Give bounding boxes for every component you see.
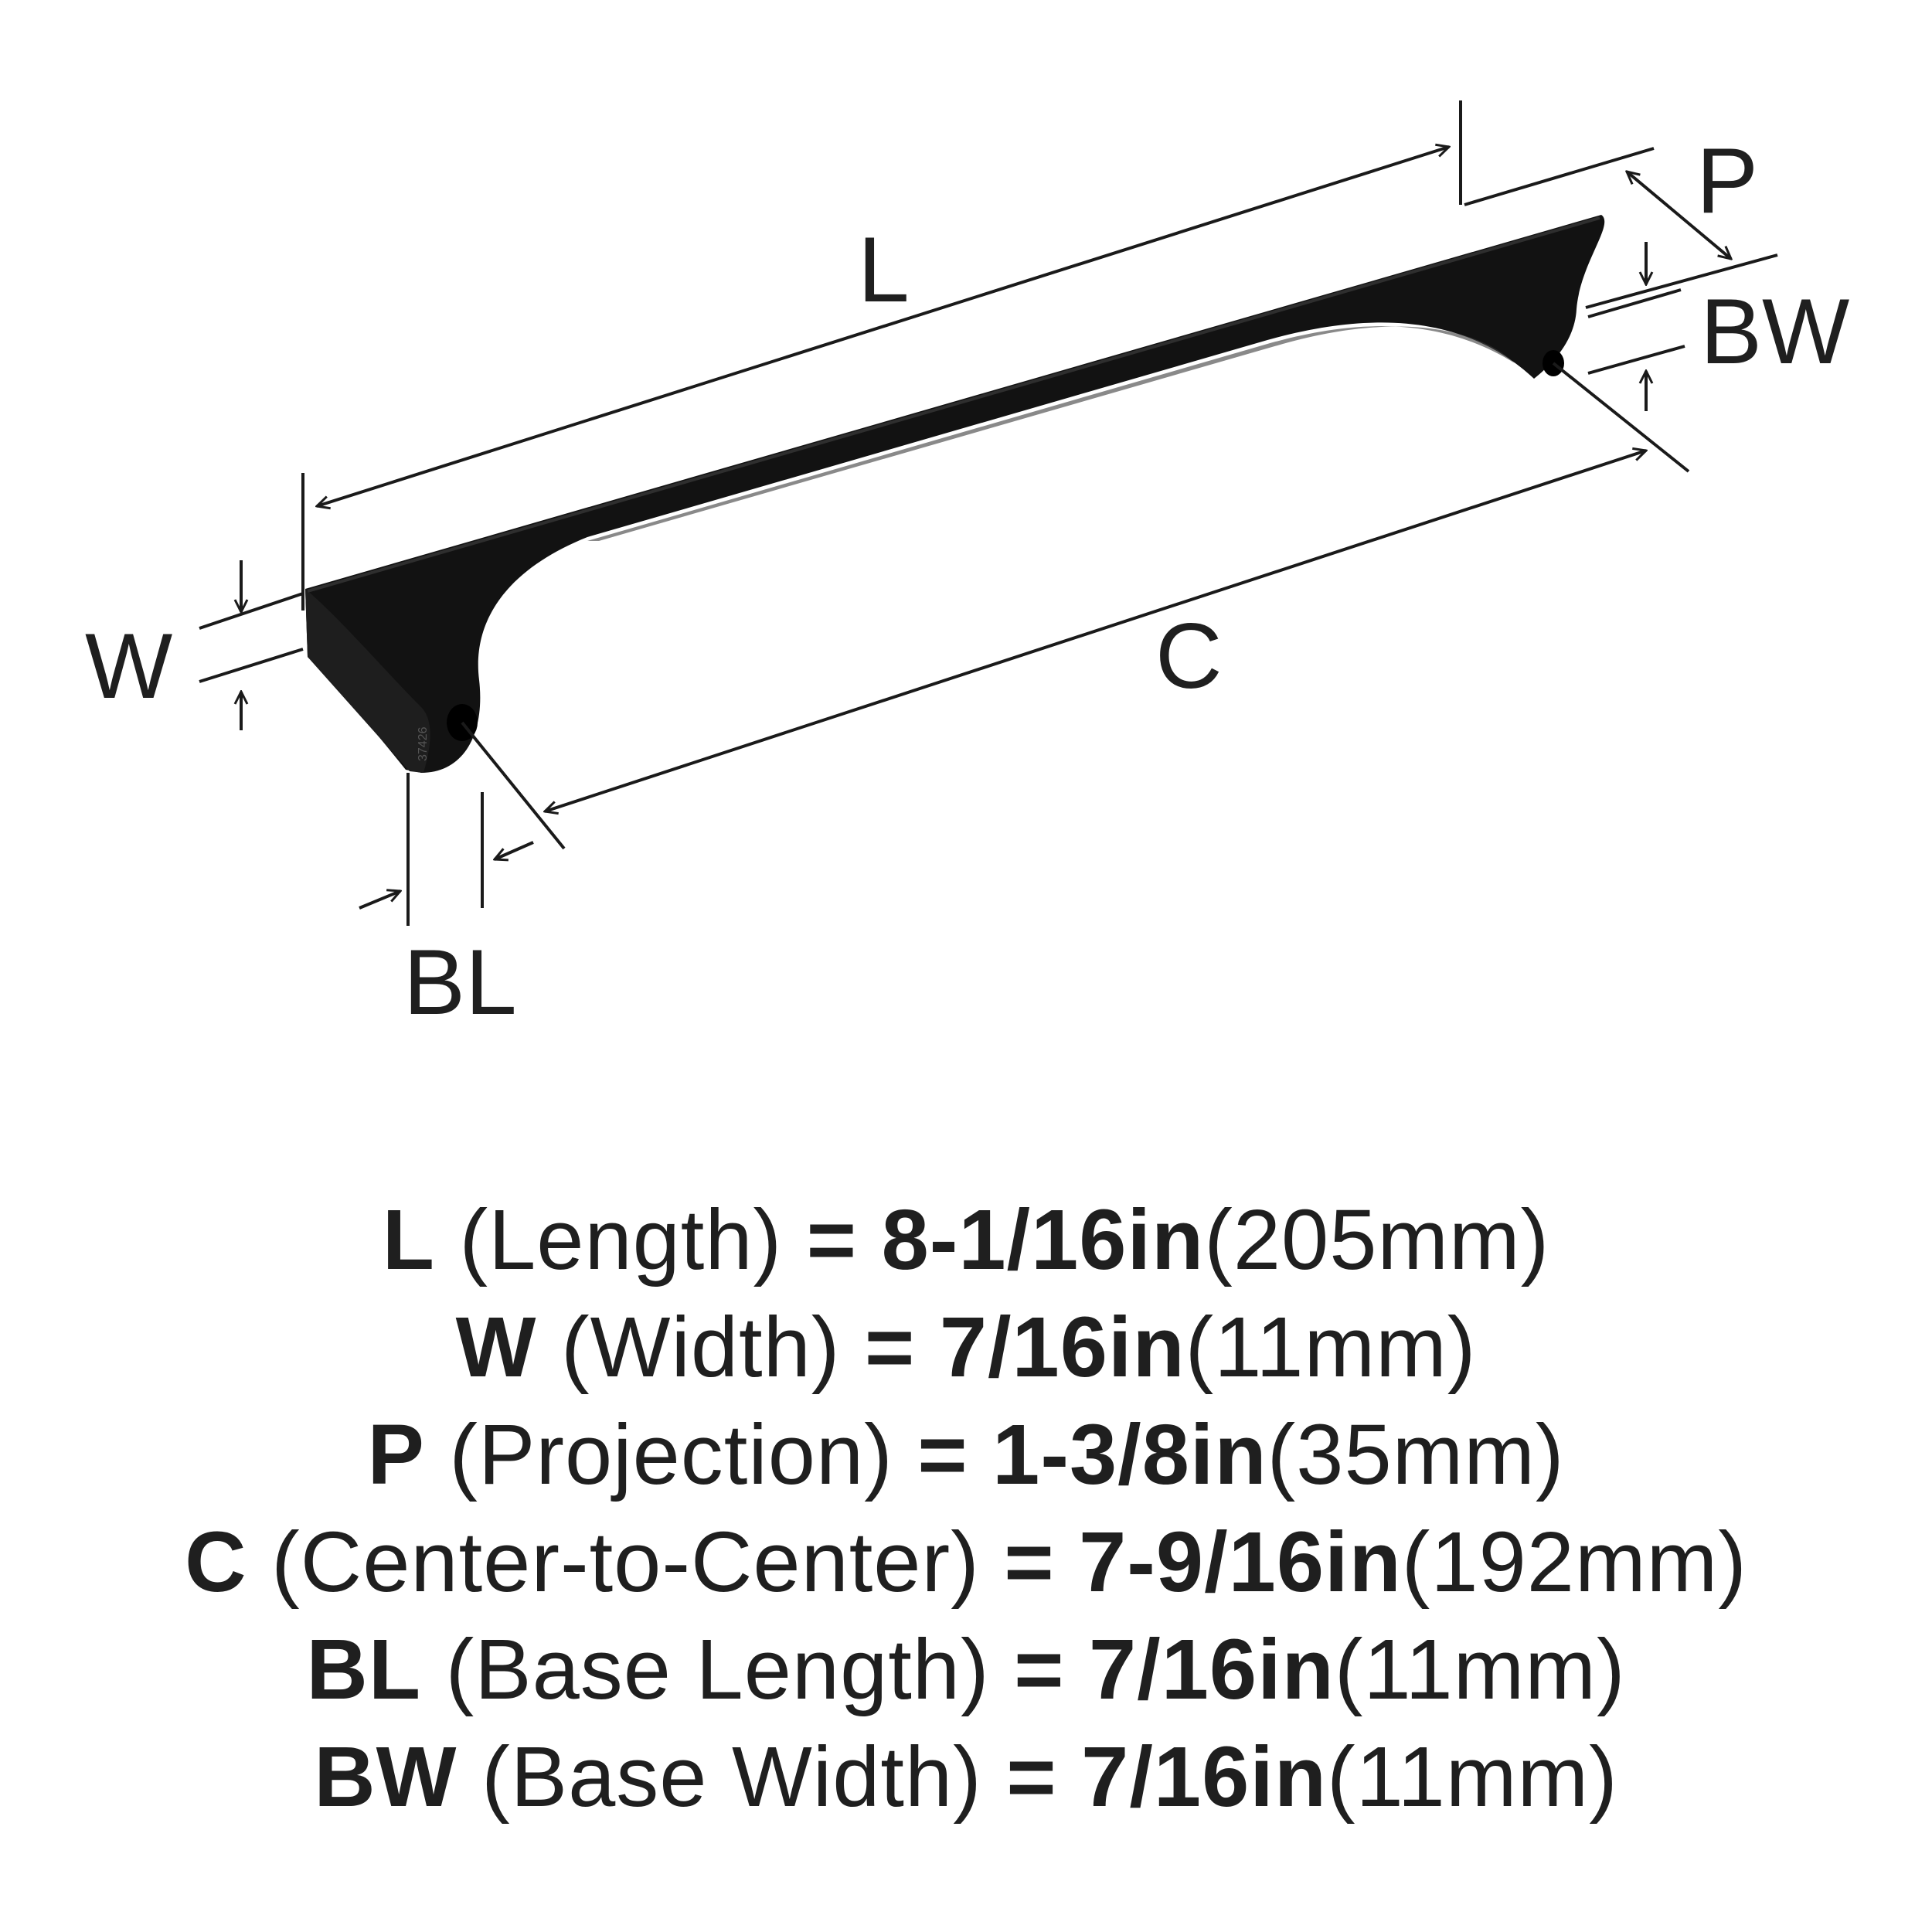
spec-equals: = xyxy=(1006,1730,1057,1825)
spec-row-base-length: BL (Base Length) = 7/16in(11mm) xyxy=(0,1616,1932,1723)
spec-metric: (11mm) xyxy=(1327,1730,1618,1825)
spec-row-width: W (Width) = 7/16in(11mm) xyxy=(0,1294,1932,1401)
handle-body xyxy=(305,215,1605,773)
spec-row-projection: P (Projection) = 1-3/8in(35mm) xyxy=(0,1401,1932,1509)
c-extension-left xyxy=(461,721,566,850)
spec-imperial: 1-3/8in xyxy=(992,1407,1267,1502)
label-p: P xyxy=(1696,129,1758,233)
label-bw: BW xyxy=(1700,280,1849,383)
dimension-lines xyxy=(199,100,1778,926)
spec-row-base-width: BW (Base Width) = 7/16in(11mm) xyxy=(0,1723,1932,1831)
spec-imperial: 8-1/16in xyxy=(881,1192,1205,1287)
spec-imperial: 7/16in xyxy=(1081,1730,1328,1825)
spec-equals: = xyxy=(1004,1515,1055,1610)
spec-equals: = xyxy=(865,1300,916,1395)
spec-name: (Width) xyxy=(560,1300,841,1395)
spec-code: P xyxy=(367,1407,425,1502)
spec-equals: = xyxy=(917,1407,968,1502)
w-extension-bottom xyxy=(199,648,304,683)
spec-name: (Length) xyxy=(459,1192,783,1287)
spec-metric: (11mm) xyxy=(1334,1622,1626,1717)
specification-list: L (Length) = 8-1/16in(205mm) W (Width) =… xyxy=(0,1186,1932,1831)
spec-imperial: 7/16in xyxy=(1089,1622,1335,1717)
spec-name: (Base Length) xyxy=(445,1622,990,1717)
handle-top-edge xyxy=(307,216,1600,593)
spec-equals: = xyxy=(806,1192,857,1287)
bw-extension-top xyxy=(1587,288,1682,318)
p-dimension-line xyxy=(1627,172,1731,259)
spec-metric: (205mm) xyxy=(1204,1192,1550,1287)
w-extension-top xyxy=(199,592,304,630)
c-extension-right xyxy=(1552,362,1690,473)
handle-inner-shade xyxy=(587,326,1515,541)
bl-arrow-left xyxy=(359,891,400,910)
spec-name: (Base Width) xyxy=(481,1730,982,1825)
dimension-labels: L C W P BW BL xyxy=(85,129,1849,1034)
p-extension-top xyxy=(1464,147,1655,206)
bl-arrow-right xyxy=(495,841,534,859)
l-dimension-line xyxy=(317,147,1449,506)
spec-row-length: L (Length) = 8-1/16in(205mm) xyxy=(0,1186,1932,1294)
spec-name: (Center-to-Center) xyxy=(271,1515,980,1610)
spec-equals: = xyxy=(1014,1622,1065,1717)
spec-imperial: 7/16in xyxy=(939,1300,1185,1395)
handle-end-face-left xyxy=(305,589,430,773)
label-c: C xyxy=(1155,604,1223,708)
spec-row-center-to-center: C (Center-to-Center) = 7-9/16in(192mm) xyxy=(0,1509,1932,1616)
spec-code: BL xyxy=(306,1622,422,1717)
label-l: L xyxy=(858,218,910,321)
spec-metric: (35mm) xyxy=(1267,1407,1565,1502)
p-extension-bottom xyxy=(1585,253,1778,309)
spec-metric: (192mm) xyxy=(1401,1515,1747,1610)
spec-code: L xyxy=(382,1192,435,1287)
spec-code: C xyxy=(185,1515,247,1610)
spec-imperial: 7-9/16in xyxy=(1079,1515,1402,1610)
bw-extension-bottom xyxy=(1587,345,1685,375)
label-bl: BL xyxy=(403,930,517,1034)
label-w: W xyxy=(85,614,172,718)
part-stamp: 37426 xyxy=(417,726,430,761)
spec-metric: (11mm) xyxy=(1185,1300,1477,1395)
c-dimension-line xyxy=(545,451,1646,811)
spec-code: W xyxy=(455,1300,537,1395)
cabinet-pull-handle: 37426 xyxy=(305,215,1605,773)
spec-name: (Projection) xyxy=(449,1407,893,1502)
spec-code: BW xyxy=(314,1730,457,1825)
